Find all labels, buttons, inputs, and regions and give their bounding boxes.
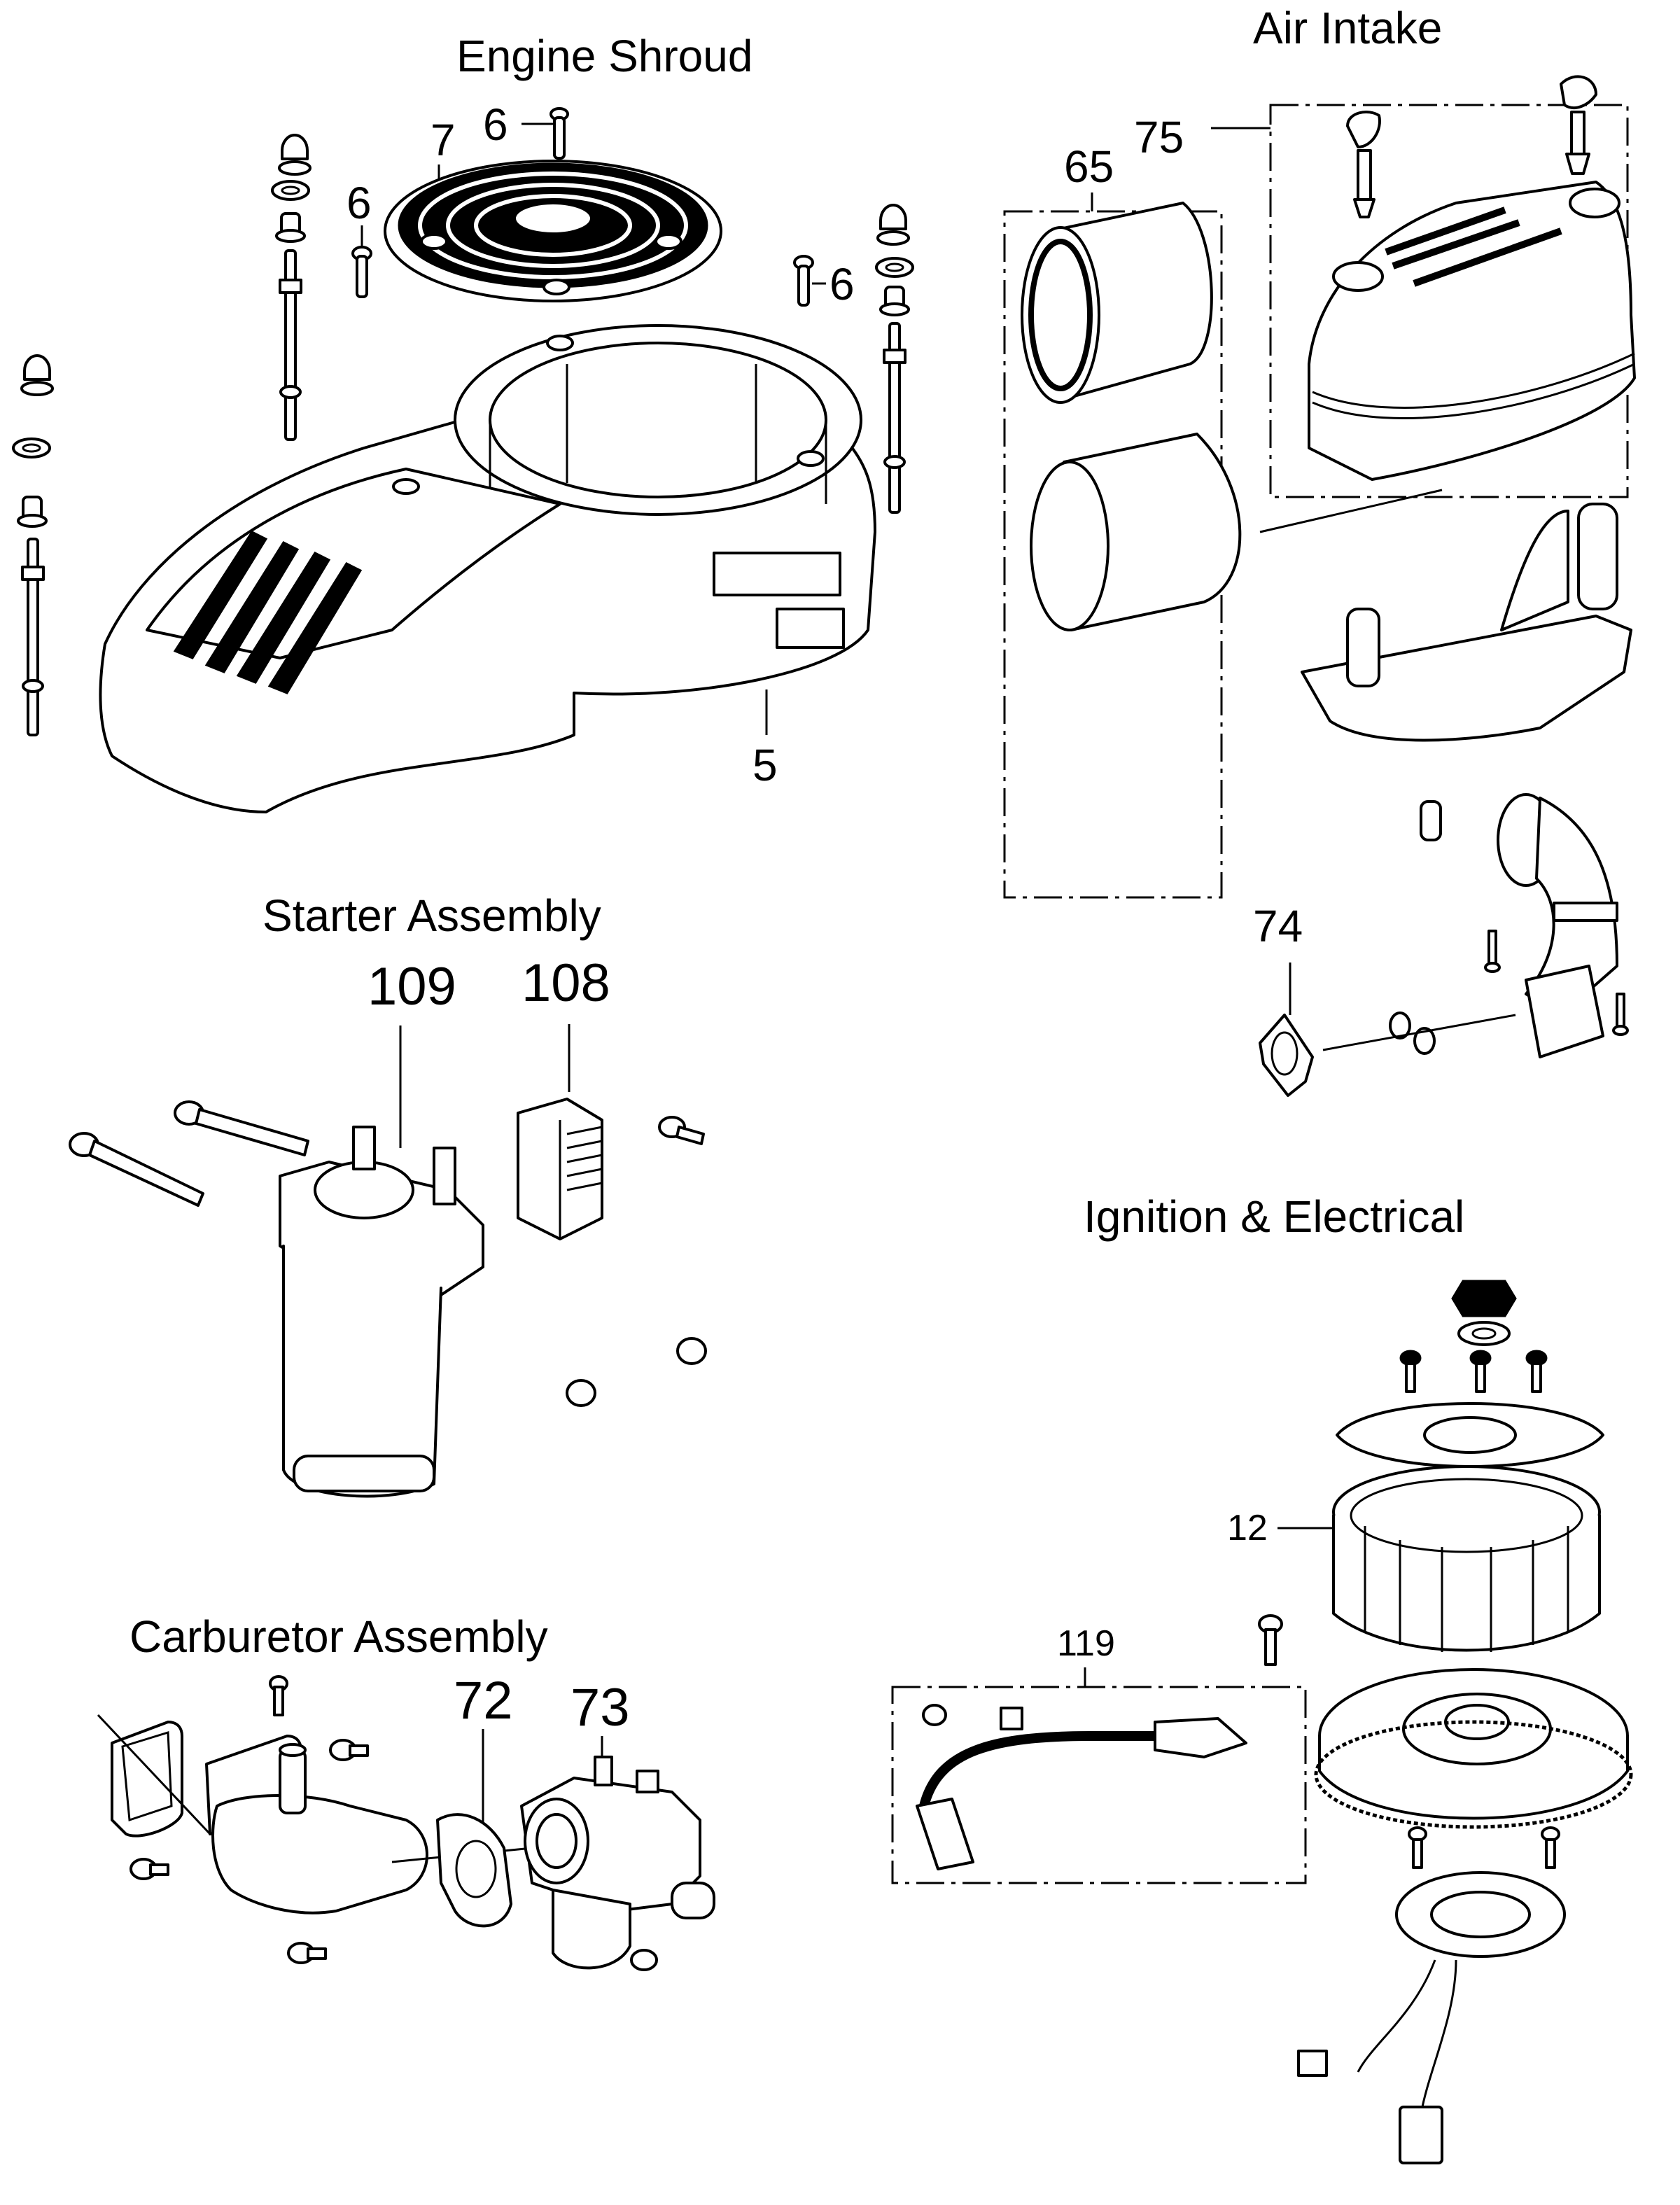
section-title-engine-shroud: Engine Shroud xyxy=(456,31,752,81)
screw-top-part[interactable] xyxy=(550,107,569,160)
callout-carburetor[interactable]: 73 xyxy=(570,1678,630,1737)
callout-starter-motor[interactable]: 109 xyxy=(368,957,456,1016)
leader-line xyxy=(1322,1014,1516,1051)
carburetor-gasket[interactable] xyxy=(436,1813,512,1928)
intake-bolt-2[interactable] xyxy=(1612,993,1629,1036)
callout-screw-left[interactable]: 6 xyxy=(346,178,372,228)
stud-assembly-left-upper[interactable] xyxy=(271,134,312,441)
shroud-fins xyxy=(173,531,363,694)
callout-cover-kit[interactable]: 75 xyxy=(1134,112,1184,162)
engine-shroud-part[interactable] xyxy=(99,324,876,813)
spacer-1[interactable] xyxy=(676,1337,707,1365)
callout-shroud[interactable]: 5 xyxy=(752,740,778,790)
callout-grille[interactable]: 7 xyxy=(430,115,456,165)
stator-bolts[interactable] xyxy=(1408,1826,1560,1869)
carburetor[interactable] xyxy=(520,1756,715,1971)
regulator-bolt[interactable] xyxy=(658,1116,705,1145)
manifold-bolt-2[interactable] xyxy=(130,1858,169,1880)
flywheel-fan[interactable] xyxy=(1332,1465,1601,1652)
callout-screw-right[interactable]: 6 xyxy=(830,259,855,309)
intake-elbow[interactable] xyxy=(1497,793,1618,1058)
section-title-ignition-electrical: Ignition & Electrical xyxy=(1084,1191,1464,1242)
intake-gasket[interactable] xyxy=(1259,1014,1314,1097)
flywheel-nut[interactable] xyxy=(1451,1280,1517,1317)
pre-cleaner-foam[interactable] xyxy=(1030,433,1242,631)
air-filter-cover[interactable] xyxy=(1308,181,1636,481)
screw-left-part[interactable] xyxy=(351,246,372,298)
section-starter-assembly: Starter Assembly 109 108 xyxy=(69,890,707,1498)
coil-bolt[interactable] xyxy=(1258,1614,1283,1666)
manifold-bolt-1[interactable] xyxy=(329,1739,369,1761)
ignition-coil-wire[interactable] xyxy=(916,1704,1247,1870)
starter-motor[interactable] xyxy=(279,1126,484,1498)
callout-screw-top[interactable]: 6 xyxy=(483,99,508,150)
air-filter-element[interactable] xyxy=(1021,202,1213,404)
flywheel[interactable] xyxy=(1314,1668,1633,1829)
cover-kit-group-box xyxy=(1269,104,1629,498)
section-engine-shroud: Engine Shroud 6 7 6 xyxy=(12,31,914,813)
flywheel-washer[interactable] xyxy=(1457,1321,1511,1346)
stator-alternator[interactable] xyxy=(1297,1871,1566,2164)
fan-grille-part[interactable] xyxy=(384,160,722,302)
intake-seal[interactable] xyxy=(111,1721,183,1837)
screw-right-part[interactable] xyxy=(793,255,814,307)
cover-knob-left[interactable] xyxy=(1346,111,1381,218)
section-carburetor-assembly: Carburetor Assembly 72 73 xyxy=(97,1611,715,1971)
starter-bolt-upper[interactable] xyxy=(174,1100,309,1156)
callout-ignition-coil-kit[interactable]: 119 xyxy=(1057,1623,1115,1664)
intake-spacer-2[interactable] xyxy=(1413,1027,1436,1055)
manifold-bolt-3[interactable] xyxy=(287,1942,327,1964)
intake-spacer-1[interactable] xyxy=(1389,1011,1411,1040)
fan-bolts[interactable] xyxy=(1399,1350,1548,1393)
carb-screw-top[interactable] xyxy=(269,1675,288,1716)
stud-assembly-right[interactable] xyxy=(875,204,914,514)
fan-plate[interactable] xyxy=(1336,1402,1604,1468)
section-title-carburetor-assembly: Carburetor Assembly xyxy=(130,1611,548,1662)
section-title-air-intake: Air Intake xyxy=(1253,3,1442,53)
section-ignition-electrical: Ignition & Electrical 12 xyxy=(891,1191,1633,2164)
callout-regulator[interactable]: 108 xyxy=(522,953,610,1013)
ignition-coil-group-box xyxy=(891,1686,1307,1884)
callout-intake-gasket[interactable]: 74 xyxy=(1253,901,1303,951)
section-title-starter-assembly: Starter Assembly xyxy=(262,890,601,941)
callout-filter-kit[interactable]: 65 xyxy=(1064,141,1114,192)
intake-manifold[interactable] xyxy=(211,1743,428,1914)
leader-line xyxy=(1259,489,1443,533)
starter-bolt-lower[interactable] xyxy=(69,1132,204,1207)
stud-assembly-far-left[interactable] xyxy=(12,354,54,736)
intake-bolt-1[interactable] xyxy=(1484,930,1501,973)
spacer-2[interactable] xyxy=(566,1379,596,1407)
section-air-intake: Air Intake 65 75 xyxy=(1003,3,1636,1097)
leader-line xyxy=(97,1714,211,1835)
voltage-regulator[interactable] xyxy=(517,1098,603,1240)
cover-knob-right[interactable] xyxy=(1560,75,1597,175)
callout-carb-gasket[interactable]: 72 xyxy=(454,1671,513,1730)
intake-pin[interactable] xyxy=(1420,800,1442,841)
air-cleaner-base[interactable] xyxy=(1301,503,1632,742)
callout-flywheel-fan[interactable]: 12 xyxy=(1227,1508,1268,1548)
